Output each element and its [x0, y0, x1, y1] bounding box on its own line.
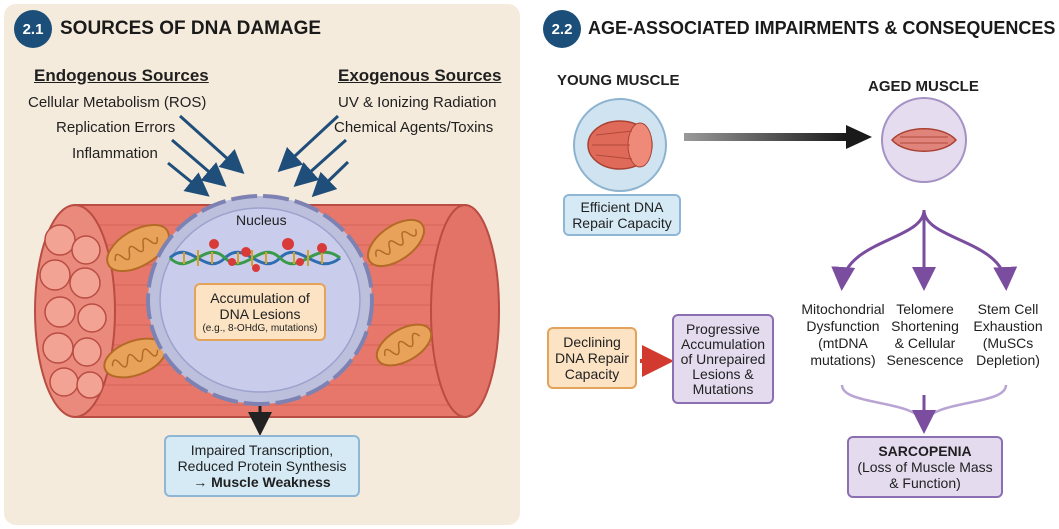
mito-line4: mutations): [810, 352, 876, 368]
declining-repair-box: Declining DNA Repair Capacity: [547, 327, 637, 389]
damage-source-arrows: [167, 114, 350, 198]
telomere-line4: Senescence: [886, 352, 964, 368]
mito-line1: Mitochondrial: [801, 301, 885, 317]
progressive-line1: Progressive: [686, 320, 760, 337]
outcome-line3: → Muscle Weakness: [193, 474, 331, 490]
sarcopenia-line3: & Function): [889, 475, 961, 491]
efficient-repair-line2: Repair Capacity: [572, 215, 672, 231]
dna-lesions-line1: Accumulation of: [210, 289, 310, 306]
exogenous-item-radiation: UV & Ionizing Radiation: [338, 94, 497, 111]
progressive-accumulation-box: Progressive Accumulation of Unrepaired L…: [672, 314, 774, 404]
outcome-line1: Impaired Transcription,: [190, 442, 334, 458]
sarcopenia-line2: (Loss of Muscle Mass: [857, 459, 993, 475]
consequence-branch-arrows: [831, 209, 1018, 291]
progressive-line4: Lesions &: [692, 365, 754, 382]
progressive-line2: Accumulation: [680, 335, 766, 352]
progressive-line5: Mutations: [692, 380, 754, 397]
panel-title-right: AGE-ASSOCIATED IMPAIRMENTS & CONSEQUENCE…: [588, 18, 1056, 38]
endogenous-item-replication: Replication Errors: [56, 119, 176, 136]
mito-line3: (mtDNA: [818, 335, 868, 351]
stemcell-line3: (MuSCs: [982, 335, 1034, 351]
aging-progression-arrow: [684, 133, 846, 141]
panel-title-left: SOURCES OF DNA DAMAGE: [60, 18, 322, 39]
telomere-line2: Shortening: [891, 318, 959, 334]
dna-lesions-box: Accumulation of DNA Lesions (e.g., 8-OHd…: [194, 283, 326, 341]
dna-lesions-line2: DNA Lesions: [219, 305, 301, 322]
mitochondria-illustrations: [103, 218, 433, 379]
muscle-weakness-outcome-box: Impaired Transcription, Reduced Protein …: [164, 435, 360, 497]
section-badge-2-1: 2.1: [14, 10, 52, 48]
exogenous-heading: Exogenous Sources: [338, 66, 502, 85]
consequence-telomere: Telomere Shortening & Cellular Senescenc…: [882, 301, 968, 369]
mito-line2: Dysfunction: [806, 318, 880, 334]
declining-line1: Declining: [563, 334, 621, 350]
efficient-repair-box: Efficient DNA Repair Capacity: [563, 194, 681, 236]
young-muscle-label: YOUNG MUSCLE: [557, 72, 680, 89]
telomere-line1: Telomere: [896, 301, 954, 317]
consequence-mitochondrial: Mitochondrial Dysfunction (mtDNA mutatio…: [790, 301, 896, 369]
stemcell-line2: Exhaustion: [973, 318, 1043, 334]
dna-lesions-examples: (e.g., 8-OHdG, mutations): [202, 322, 318, 334]
sarcopenia-title: SARCOPENIA: [878, 443, 972, 459]
young-muscle-icon: [573, 98, 667, 192]
stemcell-line1: Stem Cell: [977, 301, 1039, 317]
endogenous-item-inflammation: Inflammation: [72, 145, 158, 162]
aging-progression-arrowhead: [846, 125, 872, 149]
exogenous-item-toxins: Chemical Agents/Toxins: [334, 119, 494, 136]
consequence-stem-cell: Stem Cell Exhaustion (MuSCs Depletion): [966, 301, 1050, 369]
declining-line3: Capacity: [564, 366, 620, 382]
endogenous-item-ros: Cellular Metabolism (ROS): [28, 94, 207, 111]
telomere-line3: & Cellular: [894, 335, 956, 351]
aged-muscle-icon: [881, 97, 967, 183]
endogenous-heading: Endogenous Sources: [34, 66, 209, 85]
sarcopenia-box: SARCOPENIA (Loss of Muscle Mass & Functi…: [847, 436, 1003, 498]
dna-helix-icon: [168, 238, 341, 272]
efficient-repair-line1: Efficient DNA: [580, 199, 664, 215]
declining-line2: DNA Repair: [555, 350, 629, 366]
aged-muscle-label: AGED MUSCLE: [868, 78, 979, 95]
outcome-line2: Reduced Protein Synthesis: [177, 458, 347, 474]
section-badge-2-2: 2.2: [543, 10, 581, 48]
nucleus-label: Nucleus: [236, 212, 287, 228]
progressive-line3: of Unrepaired: [680, 350, 766, 367]
stemcell-line4: Depletion): [976, 352, 1040, 368]
